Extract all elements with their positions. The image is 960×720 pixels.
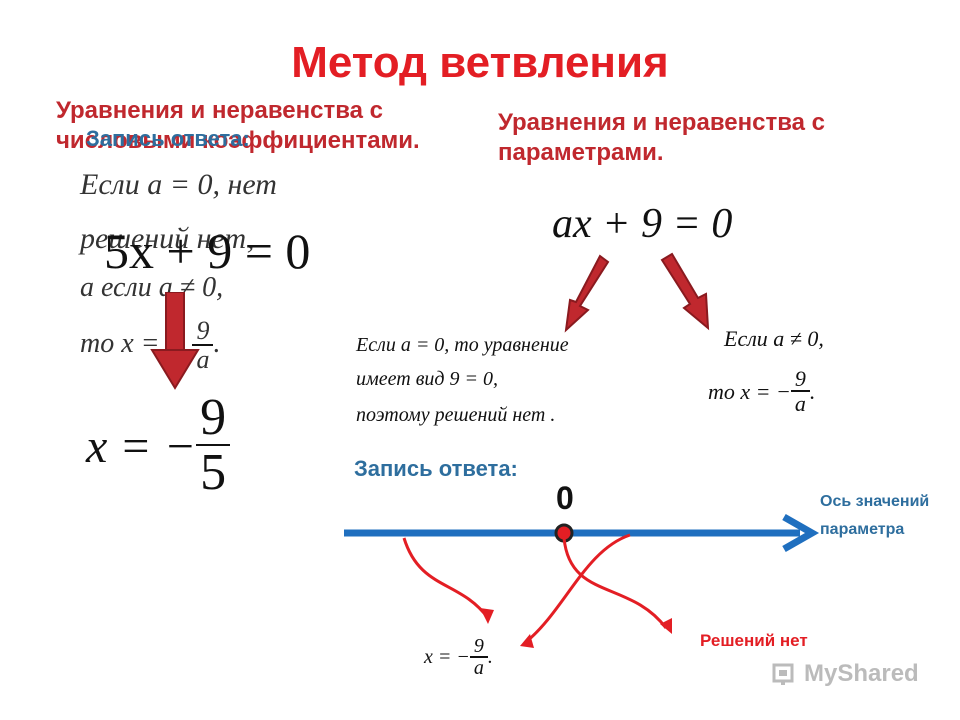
case-zero-line1: Если a = 0, то уравнение [356, 334, 569, 356]
bottom-prefix: x = − [424, 646, 470, 668]
left-result: x = − 9 5 [86, 392, 231, 501]
bottom-formula: x = − 9 a . [424, 635, 493, 679]
watermark-text: MyShared [804, 660, 919, 687]
watermark-logo-icon [772, 663, 794, 685]
branch-arrows-icon [564, 252, 710, 333]
right-heading: Уравнения и неравенства с параметрами. [498, 109, 825, 166]
left-result-den: 5 [200, 444, 227, 501]
case-nonzero-den: a [794, 391, 806, 416]
case-zero-line3: поэтому решений нет . [356, 404, 556, 426]
left-overlay-line3: а если a ≠ 0, [80, 272, 224, 303]
no-solutions-label: Решений нет [700, 631, 808, 650]
axis-label: Ось значений параметра [820, 493, 930, 538]
case-nonzero-result: то x = − 9 a . [708, 366, 816, 416]
left-overlay-line2: решений нет, [80, 222, 255, 255]
bottom-den: a [473, 657, 484, 679]
case-nonzero-line1: Если a ≠ 0, [724, 326, 824, 351]
case-nonzero-prefix: то x = − [708, 378, 791, 404]
left-result-prefix: x = − [86, 419, 197, 473]
axis-zero-label: 0 [556, 480, 574, 516]
left-result-num: 9 [196, 392, 231, 446]
left-overlay-line1: Если a = 0, нет [80, 168, 277, 201]
left-overlay-den: a [196, 345, 210, 374]
left-heading: Уравнения и неравенства с числовыми коэф… [56, 97, 420, 154]
left-overlay-num: 9 [192, 318, 214, 346]
case-nonzero-num: 9 [790, 368, 810, 392]
left-equation: 5x + 9 = 0 [104, 223, 311, 279]
case-zero-line2: имеет вид 9 = 0, [356, 368, 498, 390]
left-down-arrow-icon [150, 292, 200, 390]
slide-title: Метод ветвления [291, 38, 669, 87]
watermark: MyShared [772, 660, 919, 688]
bottom-num: 9 [469, 636, 488, 658]
right-equation: ax + 9 = 0 [552, 201, 733, 247]
axis-arrowhead-icon [782, 513, 820, 553]
right-answer-label: Запись ответа: [354, 456, 518, 481]
left-answer-label: Запись ответа: [86, 126, 250, 151]
parameter-axis-diagram [344, 513, 820, 648]
